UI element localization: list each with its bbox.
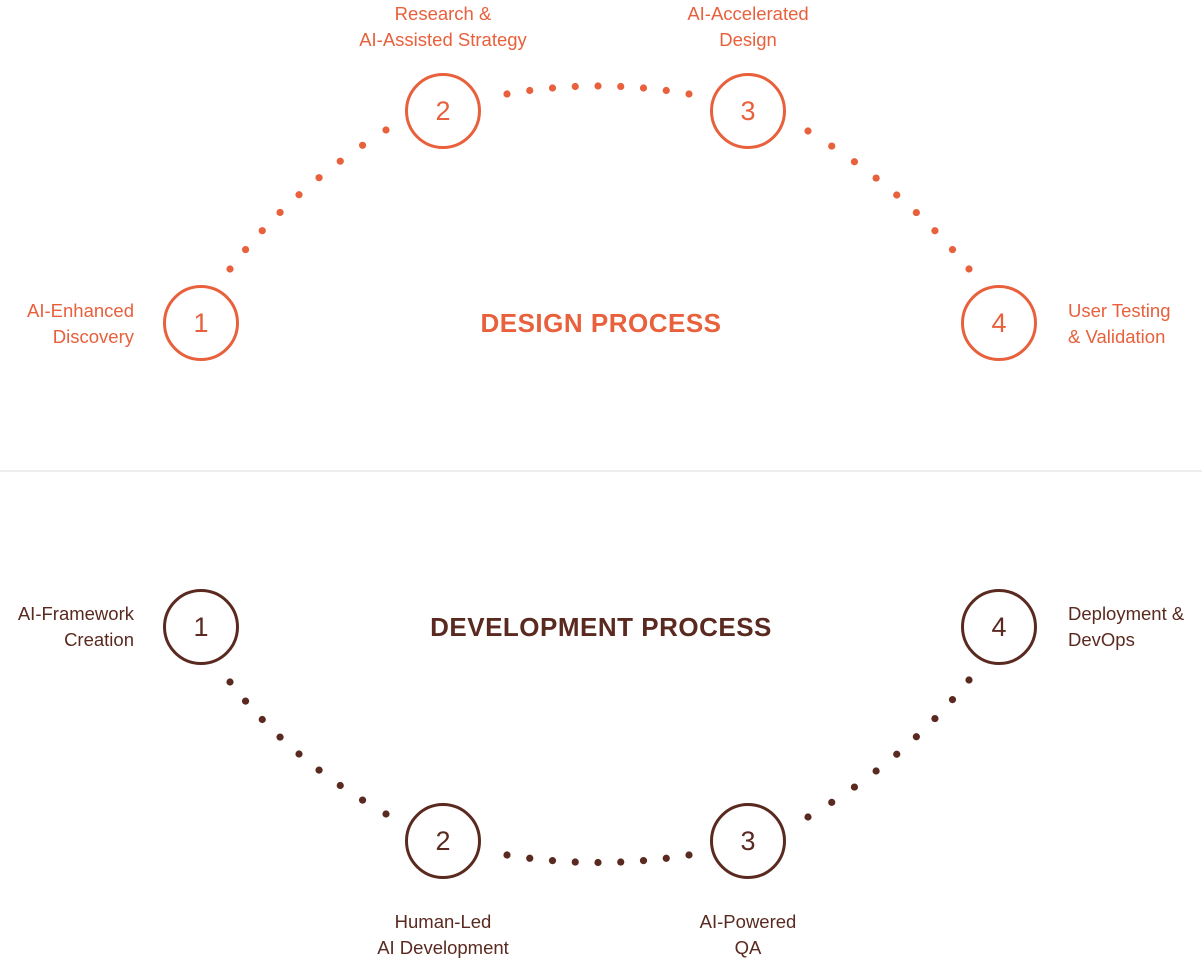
development-dot <box>295 750 303 758</box>
design-step-3-label: AI-Accelerated Design <box>687 1 808 53</box>
development-process-title: DEVELOPMENT PROCESS <box>430 612 772 642</box>
development-step-2-label-line2: AI Development <box>377 937 509 958</box>
development-dot <box>594 858 602 867</box>
design-step-3-label-line2: Design <box>719 29 777 50</box>
development-step-1-label-line1: AI-Framework <box>17 603 134 624</box>
development-dot <box>503 851 511 859</box>
design-step-1-circle: 1 <box>163 285 239 361</box>
design-step-4-label: User Testing & Validation <box>1068 298 1170 350</box>
development-step-4-label: Deployment & DevOps <box>1068 601 1184 653</box>
development-dot <box>617 858 625 866</box>
development-dot <box>893 750 901 758</box>
design-dot <box>258 227 266 235</box>
development-dot <box>276 733 284 741</box>
development-dot <box>828 798 836 806</box>
design-dot <box>548 84 557 92</box>
design-dot <box>804 127 812 135</box>
design-dot <box>276 208 284 217</box>
development-dot <box>639 857 648 865</box>
design-step-2-label: Research & AI-Assisted Strategy <box>359 1 527 53</box>
design-dotted-arc <box>226 82 973 273</box>
design-step-2-label-line1: Research & <box>394 3 492 24</box>
development-step-1-circle: 1 <box>163 589 239 665</box>
development-dot <box>948 696 957 704</box>
development-dot <box>912 733 920 741</box>
development-step-3-label-line2: QA <box>734 937 762 958</box>
design-dot <box>617 82 625 91</box>
design-step-2-circle: 2 <box>405 73 481 149</box>
development-dot <box>804 813 812 821</box>
development-step-3-label-line1: AI-Powered <box>699 911 797 932</box>
design-dot <box>295 191 303 199</box>
design-step-4-circle: 4 <box>961 285 1037 361</box>
design-step-3-label-line1: AI-Accelerated <box>687 3 809 24</box>
design-dot <box>828 142 836 150</box>
design-dot <box>503 90 511 98</box>
development-dot <box>336 781 344 790</box>
design-step-2-label-line2: AI-Assisted Strategy <box>359 29 527 50</box>
design-dot <box>893 191 901 199</box>
design-step-1-label-line1: AI-Enhanced <box>27 300 134 321</box>
development-dot <box>662 854 670 862</box>
development-step-1-label: AI-Framework Creation <box>18 601 134 653</box>
design-step-1-label-line2: Discovery <box>52 326 134 347</box>
development-dot <box>872 767 880 775</box>
design-dot <box>965 265 973 273</box>
design-dot <box>336 157 344 165</box>
development-step-2-label: Human-Led AI Development <box>377 909 509 961</box>
development-dot <box>965 676 973 684</box>
design-dot <box>685 90 693 98</box>
development-step-4-circle: 4 <box>961 589 1037 665</box>
development-step-3-label: AI-Powered QA <box>700 909 797 961</box>
development-dot <box>526 854 534 862</box>
design-dot <box>358 141 367 149</box>
development-step-1-label-line2: Creation <box>64 629 134 650</box>
development-dot <box>258 715 266 724</box>
development-step-3-circle: 3 <box>710 803 786 879</box>
design-dot <box>912 208 920 217</box>
design-dot <box>226 265 234 273</box>
design-process-title: DESIGN PROCESS <box>480 308 722 338</box>
development-step-2-circle: 2 <box>405 803 481 879</box>
design-dot <box>948 245 957 254</box>
design-step-3-circle: 3 <box>710 73 786 149</box>
development-dot <box>850 783 859 791</box>
design-dot <box>315 174 323 182</box>
development-dot <box>382 810 390 818</box>
development-dot <box>241 697 250 705</box>
design-dot <box>382 126 390 134</box>
development-step-4-label-line1: Deployment & <box>1068 603 1185 624</box>
design-step-4-label-line1: User Testing <box>1068 300 1171 321</box>
development-dot <box>315 766 323 774</box>
design-dot <box>872 174 880 182</box>
development-dot <box>226 678 234 686</box>
design-dot <box>662 86 670 95</box>
design-dot <box>639 84 648 92</box>
development-dot <box>685 851 693 859</box>
design-dot <box>241 245 250 254</box>
design-dot <box>850 158 859 166</box>
design-dot <box>526 86 534 95</box>
development-step-4-label-line2: DevOps <box>1068 629 1135 650</box>
development-step-2-label-line1: Human-Led <box>394 911 492 932</box>
development-dot <box>571 858 579 866</box>
development-dotted-arc <box>226 676 973 867</box>
section-divider <box>0 470 1202 472</box>
design-dot <box>594 82 602 90</box>
design-dot <box>931 227 939 235</box>
design-step-4-label-line2: & Validation <box>1068 326 1166 347</box>
design-dot <box>571 82 579 91</box>
development-dot <box>358 796 367 804</box>
design-step-1-label: AI-Enhanced Discovery <box>27 298 134 350</box>
development-dot <box>931 714 939 723</box>
development-dot <box>548 857 557 865</box>
